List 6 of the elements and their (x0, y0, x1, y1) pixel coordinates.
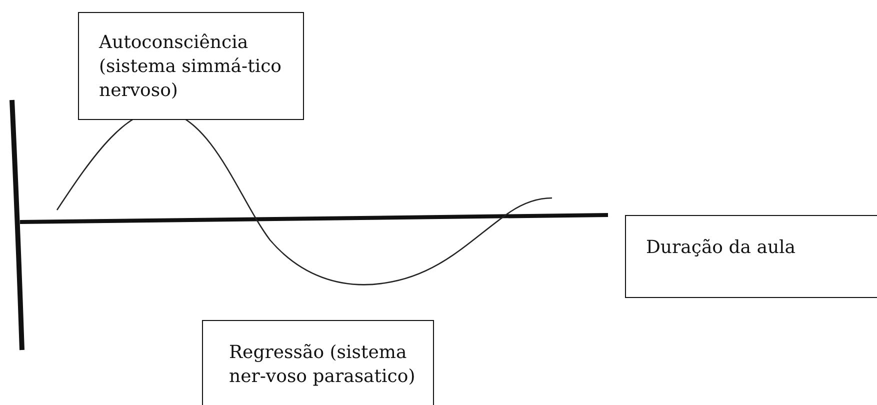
text-box (78, 12, 304, 120)
text-box (625, 215, 877, 298)
box-label: Duração da aula (646, 236, 797, 260)
text-box (202, 320, 434, 405)
box-label: Autoconsciência (sistema simmá-tico nervoso) (99, 31, 283, 103)
box-label: Regressão (sistema ner-voso parasatico) (229, 341, 416, 389)
